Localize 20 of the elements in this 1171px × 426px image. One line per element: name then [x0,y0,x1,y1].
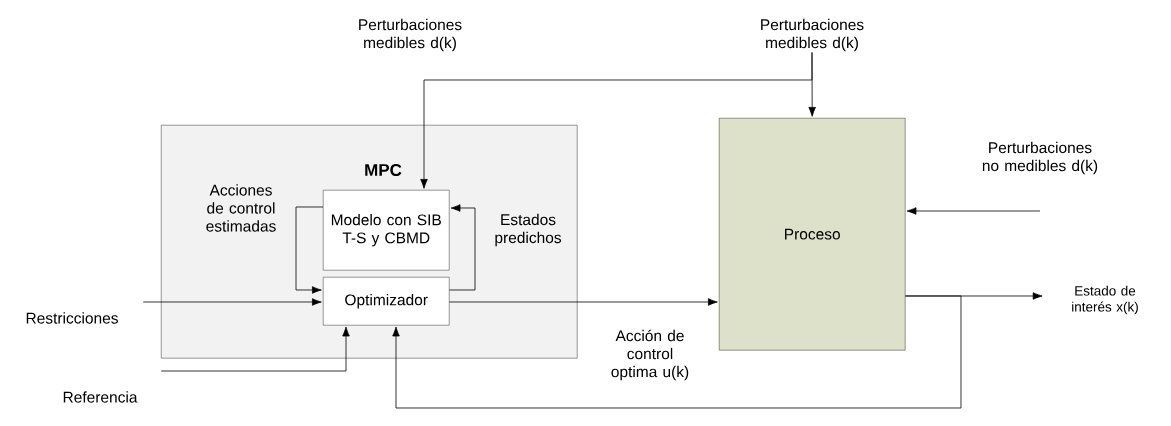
arrow [295,206,324,294]
input-label: Perturbaciones medibles d(k) [359,18,462,52]
input-label: Perturbaciones no medibles d(k) [982,141,1098,175]
edge-label: Estados predichos [495,213,562,247]
arrow [392,295,962,409]
arrow [906,207,1041,215]
process-box: Proceso [719,118,906,351]
arrow [449,298,718,306]
arrow [160,326,350,372]
input-label: Restricciones [26,312,118,324]
arrow [142,298,322,306]
output-label: Estado de interés x(k) [1072,285,1138,315]
edge-label: Acción de control optima u(k) [611,329,689,381]
edge-label: Acciones de control estimadas [206,184,276,232]
optimizer-box: Optimizador [323,277,450,326]
arrow [449,204,476,291]
arrow [420,52,813,189]
input-label: Perturbaciones medibles d(k) [761,18,864,52]
model-box: Modelo con SIB T-S y CBMD [323,190,450,271]
input-label: Referencia [63,391,138,403]
